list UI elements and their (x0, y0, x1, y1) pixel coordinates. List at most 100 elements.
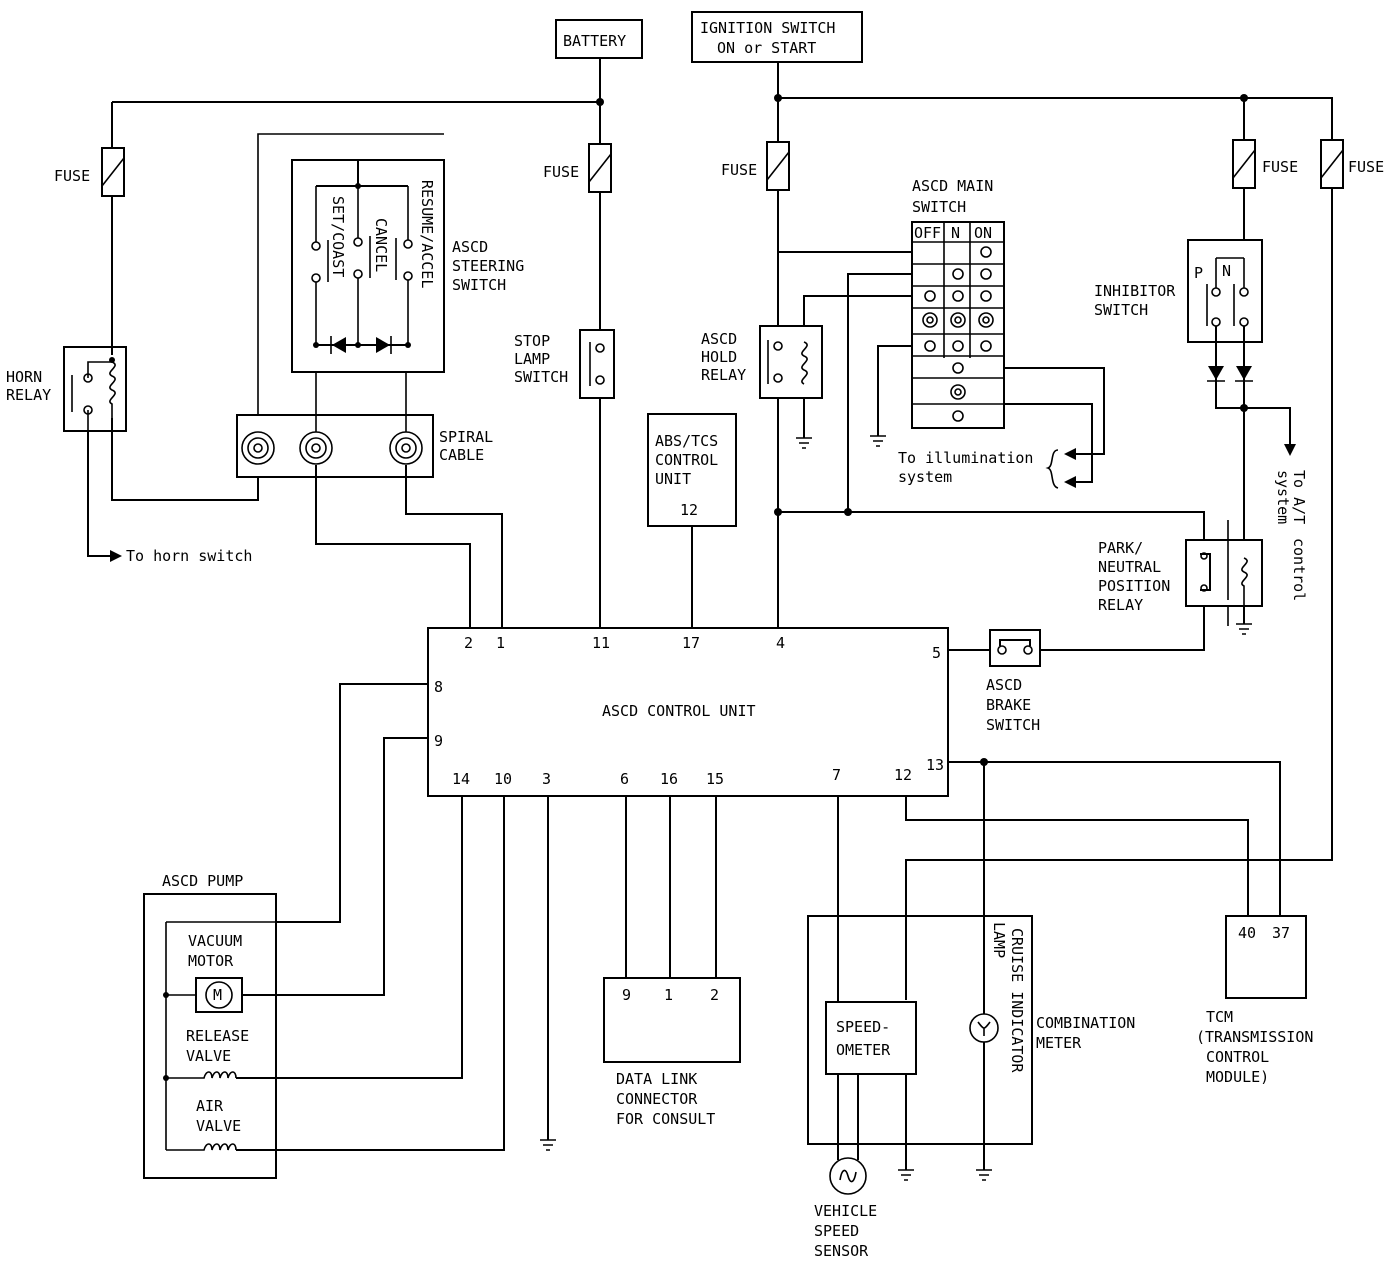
resume-accel-label: RESUME/ACCEL (418, 180, 436, 288)
cancel-label: CANCEL (372, 218, 390, 272)
speedo-label-2: OMETER (836, 1041, 891, 1059)
lamp-icon (969, 1013, 999, 1043)
hold-relay-label-3: RELAY (701, 366, 746, 384)
arrow-icon (110, 550, 122, 562)
inhibitor-p-wire (1215, 326, 1291, 444)
data-link-connector: 9 1 2 DATA LINK CONNECTOR FOR CONSULT (603, 977, 741, 1128)
pin-label: 13 (926, 756, 944, 774)
battery-box: BATTERY (555, 19, 643, 59)
ascd-brake-switch: ASCD BRAKE SWITCH (986, 629, 1041, 734)
dlc-label-3: FOR CONSULT (616, 1110, 715, 1128)
horn-relay-to-spiral-wire (111, 418, 259, 501)
spiral-to-pin2-wire (315, 465, 471, 630)
inhibitor-label-1: INHIBITOR (1094, 282, 1176, 300)
brace-icon (1045, 449, 1059, 489)
vacuum-label-2: MOTOR (188, 952, 234, 970)
control-unit-label: ASCD CONTROL UNIT (602, 702, 756, 720)
ground-icon (540, 1139, 556, 1151)
vss-label-2: SPEED (814, 1222, 859, 1240)
ignition-label-1: IGNITION SWITCH (700, 19, 835, 37)
fuse-label: FUSE (543, 163, 579, 181)
ignition-label-2: ON or START (717, 39, 816, 57)
abs-label-3: UNIT (655, 470, 691, 488)
pin10-to-air-valve-wire (236, 796, 505, 1151)
pin-label: 8 (434, 678, 443, 696)
fuse-label: FUSE (54, 167, 90, 185)
park-neutral-position-relay: PARK/ NEUTRAL POSITION RELAY (1098, 520, 1263, 626)
arrow-icon (1064, 476, 1076, 488)
horn-relay: HORN RELAY (6, 346, 127, 432)
pin-label: 14 (452, 770, 470, 788)
main-switch-off: OFF (914, 224, 941, 242)
ascd-hold-relay: ASCD HOLD RELAY (701, 325, 823, 399)
pin13-to-tcm37-wire (948, 761, 1281, 916)
pin-label: 4 (776, 634, 785, 652)
at-label-3: control (1290, 538, 1308, 601)
tcm-pin-label: 40 (1238, 924, 1256, 942)
park-label-2: NEUTRAL (1098, 558, 1161, 576)
park-relay-to-brake-wire (1040, 606, 1205, 651)
cruise-label-2: LAMP (990, 922, 1008, 958)
spiral-to-pin1-wire (405, 465, 503, 630)
brake-label-2: BRAKE (986, 696, 1031, 714)
dlc-pin-label: 9 (622, 986, 631, 1004)
park-label-4: RELAY (1098, 596, 1143, 614)
air-label-2: VALVE (196, 1117, 241, 1135)
main-switch-ground-wire (877, 345, 912, 436)
ignition-rail-wire (778, 97, 1333, 1000)
motor-m-label: M (213, 986, 222, 1004)
battery-label: BATTERY (563, 32, 626, 50)
brake-label-1: ASCD (986, 676, 1022, 694)
ground-icon (898, 1169, 914, 1181)
ascd-steering-switch: SET/COAST CANCEL RESUME/ACCEL ASCD STEER… (257, 133, 524, 415)
hold-relay-label-2: HOLD (701, 348, 737, 366)
pin14-to-release-valve-wire (236, 796, 463, 1079)
spiral-coil-icon (241, 431, 275, 465)
arrow-icon (1064, 448, 1076, 460)
tcm-label-4: MODULE) (1206, 1068, 1269, 1086)
ground-icon (976, 1169, 992, 1181)
pin-label: 12 (894, 766, 912, 784)
pin-label: 9 (434, 732, 443, 750)
release-label-1: RELEASE (186, 1027, 249, 1045)
pin-label: 5 (932, 644, 941, 662)
fuse-stop-lamp: FUSE (543, 143, 612, 193)
inhibitor-label-2: SWITCH (1094, 301, 1148, 319)
pin-label: 15 (706, 770, 724, 788)
main-switch-label-1: ASCD MAIN (912, 177, 993, 195)
park-label-1: PARK/ (1098, 539, 1143, 557)
stop-lamp-label-2: LAMP (514, 350, 550, 368)
tcm-label-3: CONTROL (1206, 1048, 1269, 1066)
abs-label-1: ABS/TCS (655, 432, 718, 450)
speedo-label-1: SPEED- (836, 1018, 890, 1036)
to-horn-switch-label: To horn switch (126, 547, 252, 565)
main-switch-on: ON (974, 224, 992, 242)
illumination-label-2: system (898, 468, 952, 486)
air-label-1: AIR (196, 1097, 224, 1115)
ascd-main-switch: ASCD MAIN SWITCH OFF N ON (911, 177, 1005, 429)
diode-icon (1208, 366, 1224, 380)
main-switch-n: N (951, 224, 960, 242)
tcm-label-1: TCM (1206, 1008, 1233, 1026)
ignition-switch-box: IGNITION SWITCH ON or START (691, 11, 863, 63)
illumination-wire-1 (1004, 367, 1105, 455)
to-horn-switch-wire (87, 431, 110, 557)
pin12-to-tcm40-wire (905, 796, 1249, 916)
ascd-steering-label-2: STEERING (452, 257, 524, 275)
dlc-wires (625, 796, 717, 978)
fuse-label: FUSE (1262, 158, 1298, 176)
inhibitor-n: N (1222, 262, 1231, 280)
cruise-label-1: CRUISE INDICATOR (1008, 928, 1026, 1073)
tcm-label-2: (TRANSMISSION (1196, 1028, 1313, 1046)
brake-label-3: SWITCH (986, 716, 1040, 734)
motor-icon: M (195, 977, 243, 1013)
ascd-steering-label-1: ASCD (452, 238, 488, 256)
fuse-tcm: FUSE (1320, 139, 1384, 189)
abs-tcs-control-unit: ABS/TCS CONTROL UNIT 12 (647, 413, 737, 527)
at-label-2: system (1274, 470, 1292, 524)
pump-title: ASCD PUMP (162, 872, 243, 890)
pin-label: 7 (832, 766, 841, 784)
junction-dot (1240, 404, 1248, 412)
pin-label: 2 (464, 634, 473, 652)
spiral-label-1: SPIRAL (439, 428, 493, 446)
